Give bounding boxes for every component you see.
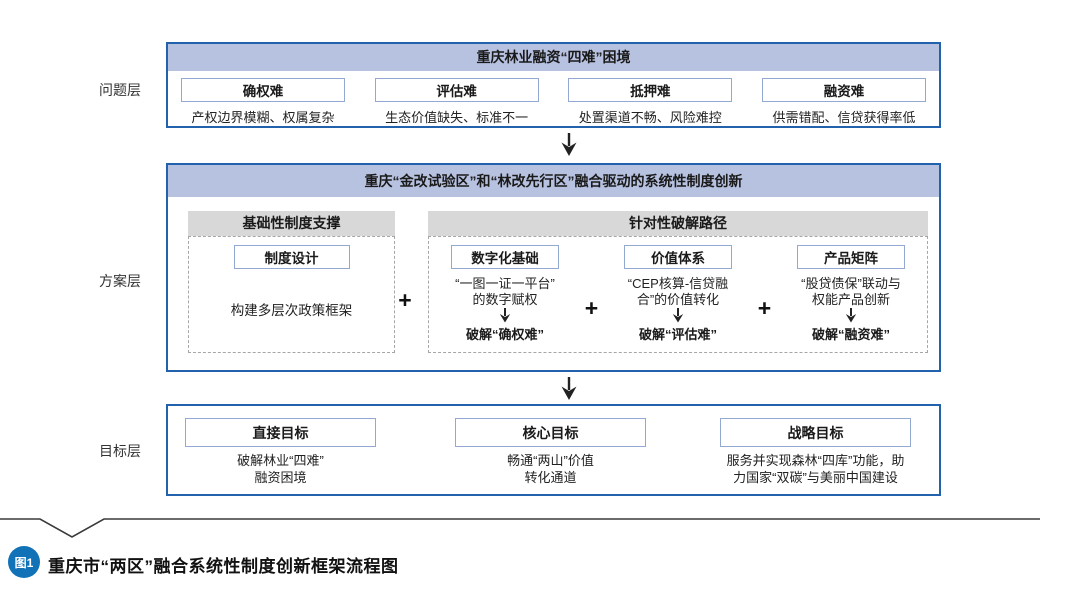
path-result: 破解“确权难” — [465, 327, 544, 342]
paths-group: 数字化基础 “一图一证一平台” 的数字赋权 破解“确权难” + 价值体系 “CE… — [428, 236, 928, 353]
goal-desc-line1: 破解林业“四难” — [237, 453, 324, 468]
goal-desc-line2: 融资困境 — [254, 470, 307, 485]
path-column-product: 产品矩阵 “股贷债保”联动与 权能产品创新 破解“融资难” — [777, 237, 925, 352]
path-desc: “股贷债保”联动与 权能产品创新 — [801, 276, 901, 308]
goal-item-strategic: 战略目标 服务并实现森林“四库”功能，助 力国家“双碳”与美丽中国建设 — [720, 418, 911, 486]
path-desc-line2: 权能产品创新 — [811, 292, 890, 307]
goal-desc: 破解林业“四难” 融资困境 — [237, 452, 324, 486]
problem-item: 确权难 产权边界模糊、权属复杂 — [179, 78, 347, 126]
small-down-arrow-icon — [672, 308, 684, 323]
goal-desc-line2: 转化通道 — [524, 470, 577, 485]
path-desc-line2: 合”的价值转化 — [636, 292, 720, 307]
path-desc: “一图一证一平台” 的数字赋权 — [455, 276, 555, 308]
path-desc-line2: 的数字赋权 — [472, 292, 538, 307]
foundation-header: 基础性制度支撑 — [188, 211, 395, 236]
paths-header: 针对性破解路径 — [428, 211, 928, 236]
plus-sign: + — [757, 295, 772, 321]
problem-item: 抵押难 处置渠道不畅、风险难控 — [566, 78, 734, 126]
layer-label-goal: 目标层 — [99, 443, 141, 459]
path-desc: “CEP核算-信贷融 合”的价值转化 — [628, 276, 728, 308]
layer-label-solution: 方案层 — [99, 273, 141, 289]
problem-item: 评估难 生态价值缺失、标准不一 — [373, 78, 541, 126]
path-column-digital: 数字化基础 “一图一证一平台” 的数字赋权 破解“确权难” — [431, 237, 579, 352]
goal-label: 战略目标 — [720, 418, 911, 447]
goal-desc-line1: 服务并实现森林“四库”功能，助 — [726, 453, 905, 468]
problem-layer-box: 重庆林业融资“四难”困境 确权难 产权边界模糊、权属复杂 评估难 生态价值缺失、… — [166, 42, 941, 128]
problem-item-label: 确权难 — [181, 78, 345, 102]
goal-item-core: 核心目标 畅通“两山”价值 转化通道 — [455, 418, 646, 486]
goal-desc: 畅通“两山”价值 转化通道 — [507, 452, 594, 486]
foundation-box-label: 制度设计 — [233, 245, 350, 269]
small-down-arrow-icon — [845, 308, 857, 323]
problem-item-label: 抵押难 — [568, 78, 733, 102]
down-arrow-icon — [561, 377, 577, 400]
solution-layer-box: 重庆“金改试验区”和“林改先行区”融合驱动的系统性制度创新 基础性制度支撑 制度… — [166, 163, 941, 372]
figure-caption-title: 重庆市“两区”融合系统性制度创新框架流程图 — [48, 557, 399, 576]
path-box-label: 产品矩阵 — [797, 245, 905, 269]
figure-number-badge: 图1 — [8, 546, 40, 578]
goal-layer-box: 直接目标 破解林业“四难” 融资困境 核心目标 畅通“两山”价值 转化通道 战略… — [166, 404, 941, 496]
problem-item-label: 评估难 — [374, 78, 539, 102]
goal-label: 直接目标 — [185, 418, 376, 447]
path-column-value: 价值体系 “CEP核算-信贷融 合”的价值转化 破解“评估难” — [604, 237, 752, 352]
problem-item-label: 融资难 — [761, 78, 926, 102]
goal-item-direct: 直接目标 破解林业“四难” 融资困境 — [185, 418, 376, 486]
problem-item-desc: 供需错配、信贷获得率低 — [772, 110, 916, 125]
problem-items-row: 确权难 产权边界模糊、权属复杂 评估难 生态价值缺失、标准不一 抵押难 处置渠道… — [168, 71, 939, 126]
path-box-label: 数字化基础 — [451, 245, 559, 269]
problem-item-desc: 产权边界模糊、权属复杂 — [191, 110, 335, 125]
goal-label: 核心目标 — [455, 418, 646, 447]
goal-desc-line1: 畅通“两山”价值 — [507, 453, 594, 468]
plus-sign: + — [398, 287, 412, 313]
path-desc-line1: “股贷债保”联动与 — [801, 276, 901, 291]
plus-sign: + — [584, 295, 599, 321]
path-desc-line1: “一图一证一平台” — [455, 276, 555, 291]
problem-layer-title: 重庆林业融资“四难”困境 — [168, 44, 939, 71]
path-result: 破解“融资难” — [811, 327, 890, 342]
problem-item-desc: 处置渠道不畅、风险难控 — [578, 110, 722, 125]
problem-item: 融资难 供需错配、信贷获得率低 — [760, 78, 928, 126]
down-arrow-icon — [561, 133, 577, 156]
goal-desc-line2: 力国家“双碳”与美丽中国建设 — [733, 470, 898, 485]
foundation-desc: 构建多层次政策框架 — [230, 303, 353, 318]
small-down-arrow-icon — [499, 308, 511, 323]
foundation-group: 制度设计 构建多层次政策框架 — [188, 236, 395, 353]
solution-layer-title: 重庆“金改试验区”和“林改先行区”融合驱动的系统性制度创新 — [168, 165, 939, 197]
layer-label-problem: 问题层 — [99, 82, 141, 98]
path-box-label: 价值体系 — [624, 245, 732, 269]
path-desc-line1: “CEP核算-信贷融 — [627, 276, 729, 291]
goal-desc: 服务并实现森林“四库”功能，助 力国家“双碳”与美丽中国建设 — [727, 452, 905, 486]
caption-divider-notch — [0, 518, 1040, 538]
problem-item-desc: 生态价值缺失、标准不一 — [385, 110, 529, 125]
path-result: 破解“评估难” — [638, 327, 717, 342]
